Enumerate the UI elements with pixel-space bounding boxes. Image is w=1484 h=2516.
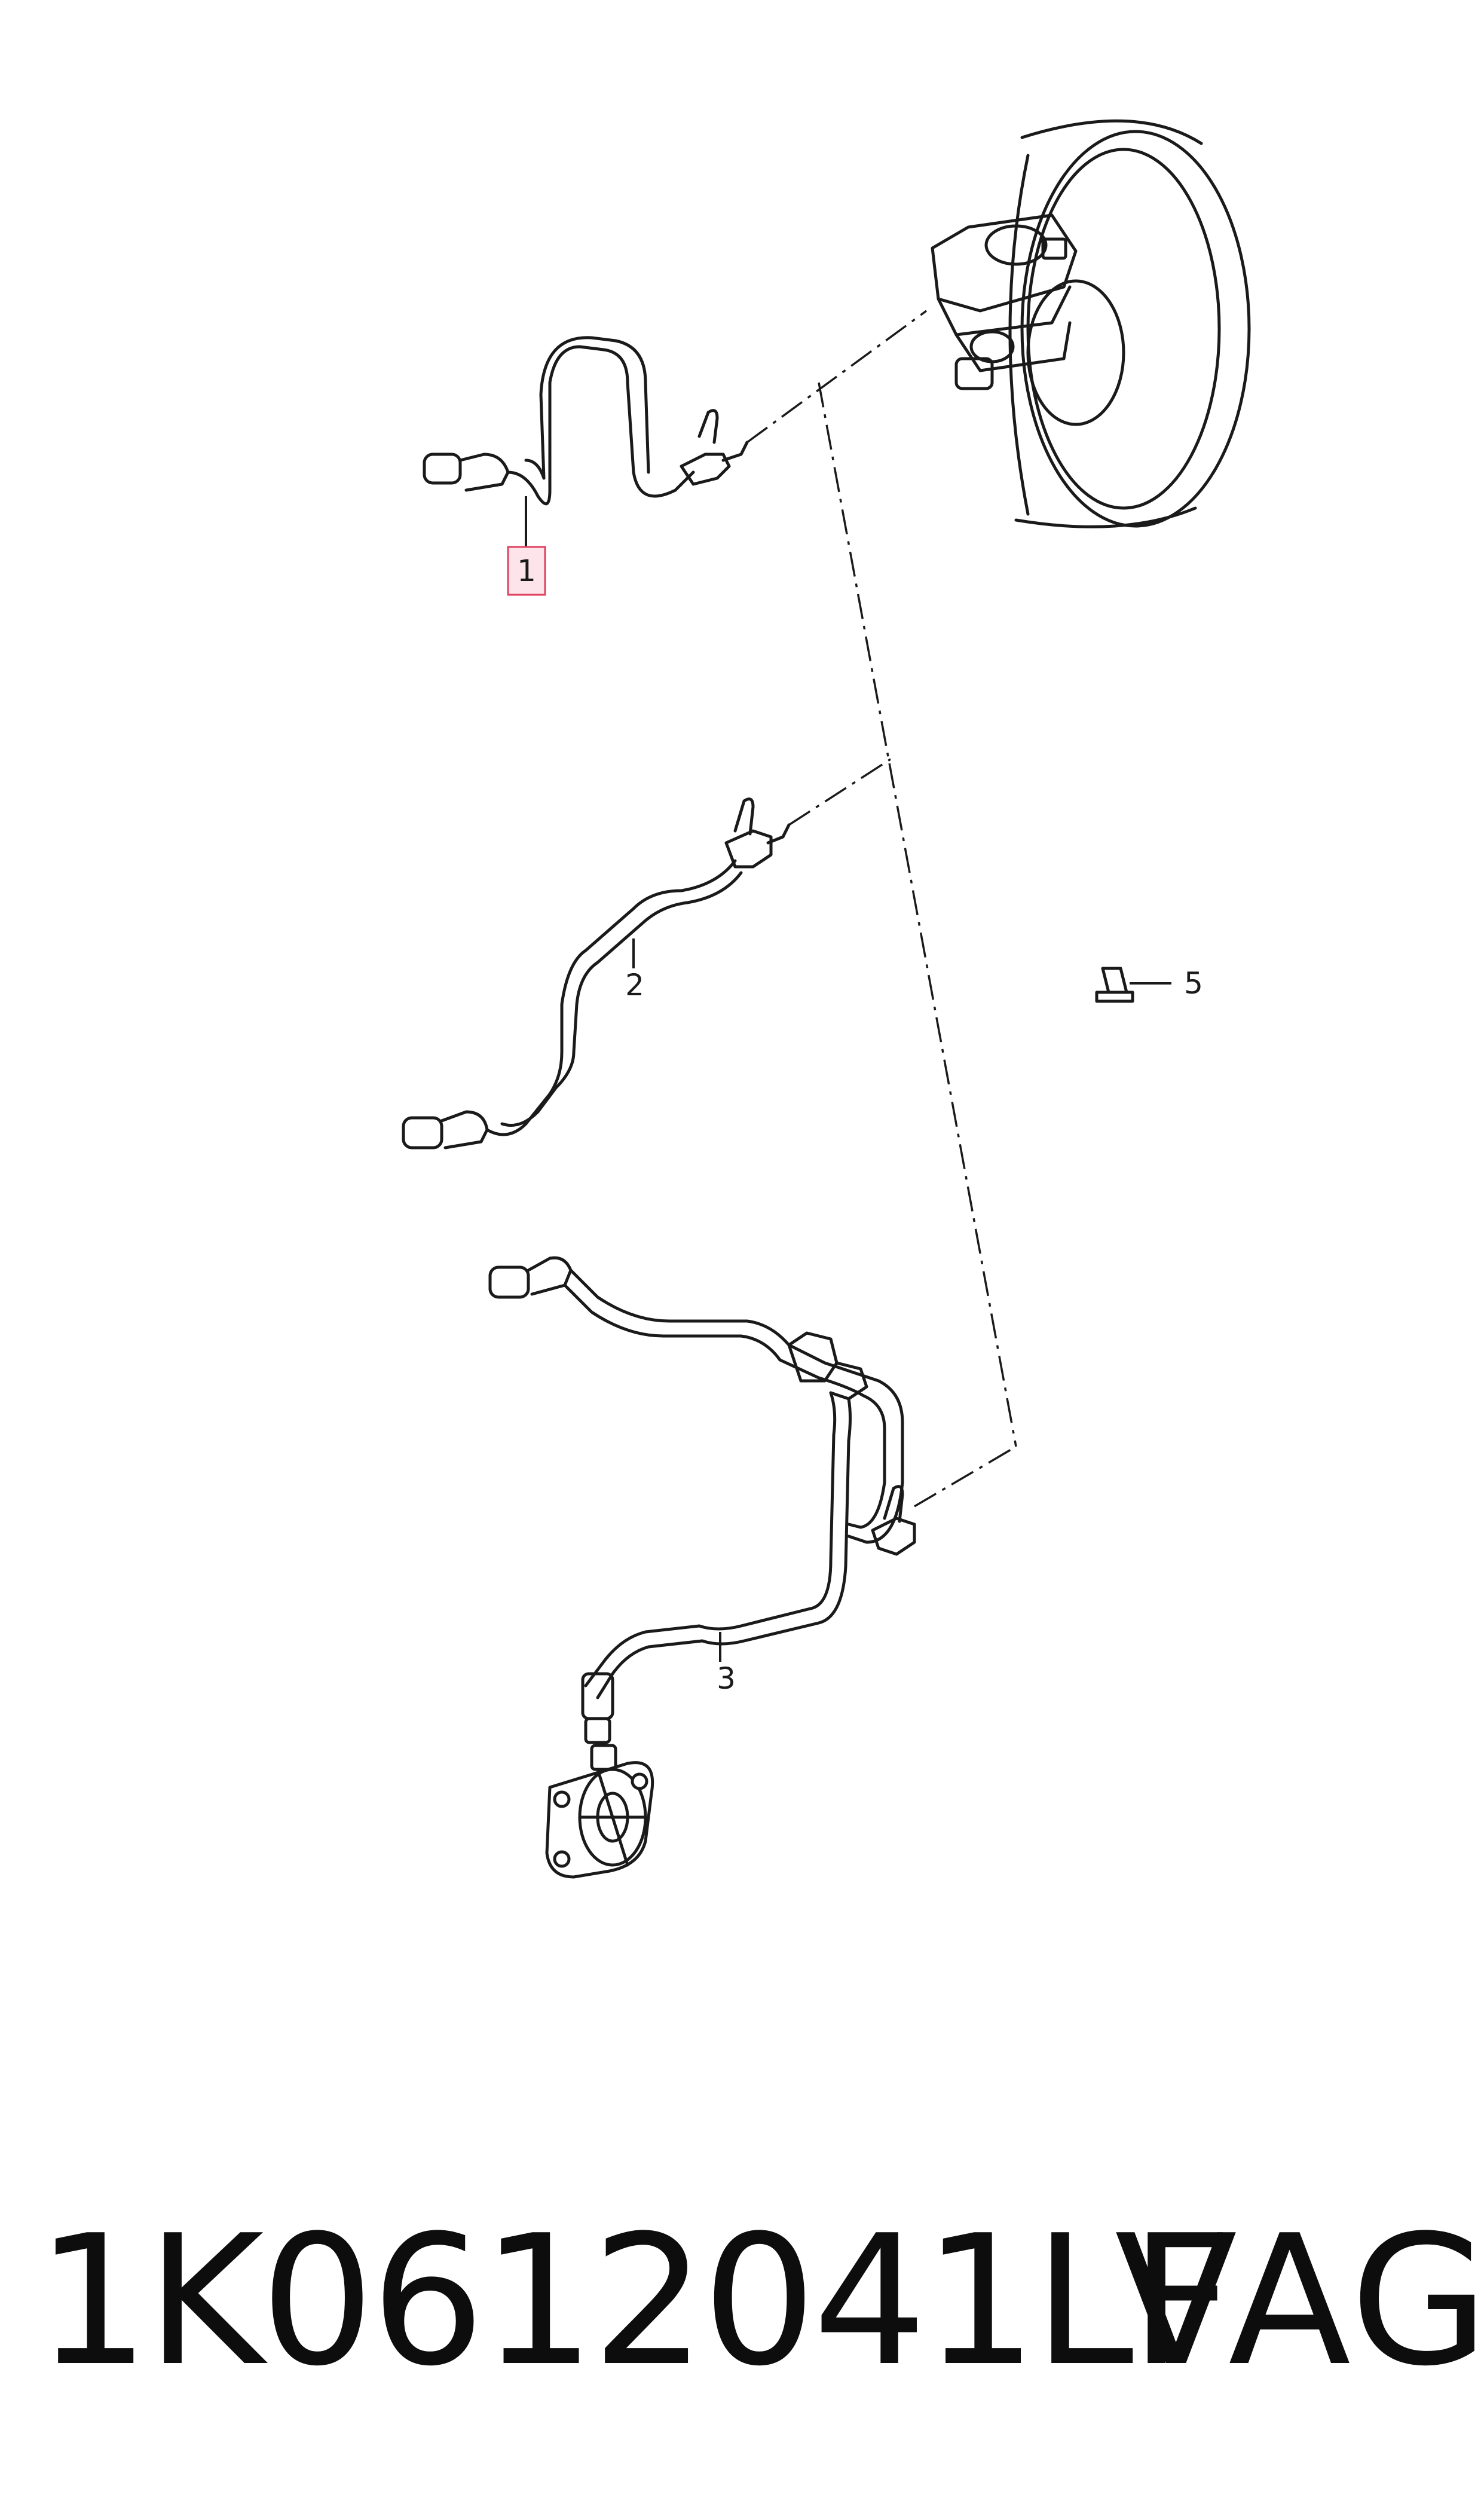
- callout-1-label: 1: [517, 554, 536, 588]
- brand-name: VAG: [1115, 2197, 1484, 2405]
- protective-cap: [1095, 967, 1134, 1003]
- callout-5-label[interactable]: 5: [1184, 966, 1203, 1001]
- callout-3-label[interactable]: 3: [717, 1661, 736, 1696]
- leader-lines: [525, 496, 1171, 1662]
- part-number: 1K0612041LF: [36, 2197, 1233, 2405]
- master-cylinder: [931, 213, 1078, 390]
- part-footer: 1K0612041LF VAG: [36, 2197, 1484, 2405]
- vacuum-pump: [545, 1744, 654, 1879]
- callout-1[interactable]: 1: [507, 546, 546, 596]
- assembly-lines: [746, 310, 1017, 1508]
- brake-booster: [1008, 119, 1251, 528]
- vacuum-hose-1: [423, 336, 749, 506]
- vacuum-hose-3: [488, 1256, 916, 1744]
- callout-2-label[interactable]: 2: [625, 968, 644, 1002]
- vacuum-hose-2: [402, 797, 791, 1150]
